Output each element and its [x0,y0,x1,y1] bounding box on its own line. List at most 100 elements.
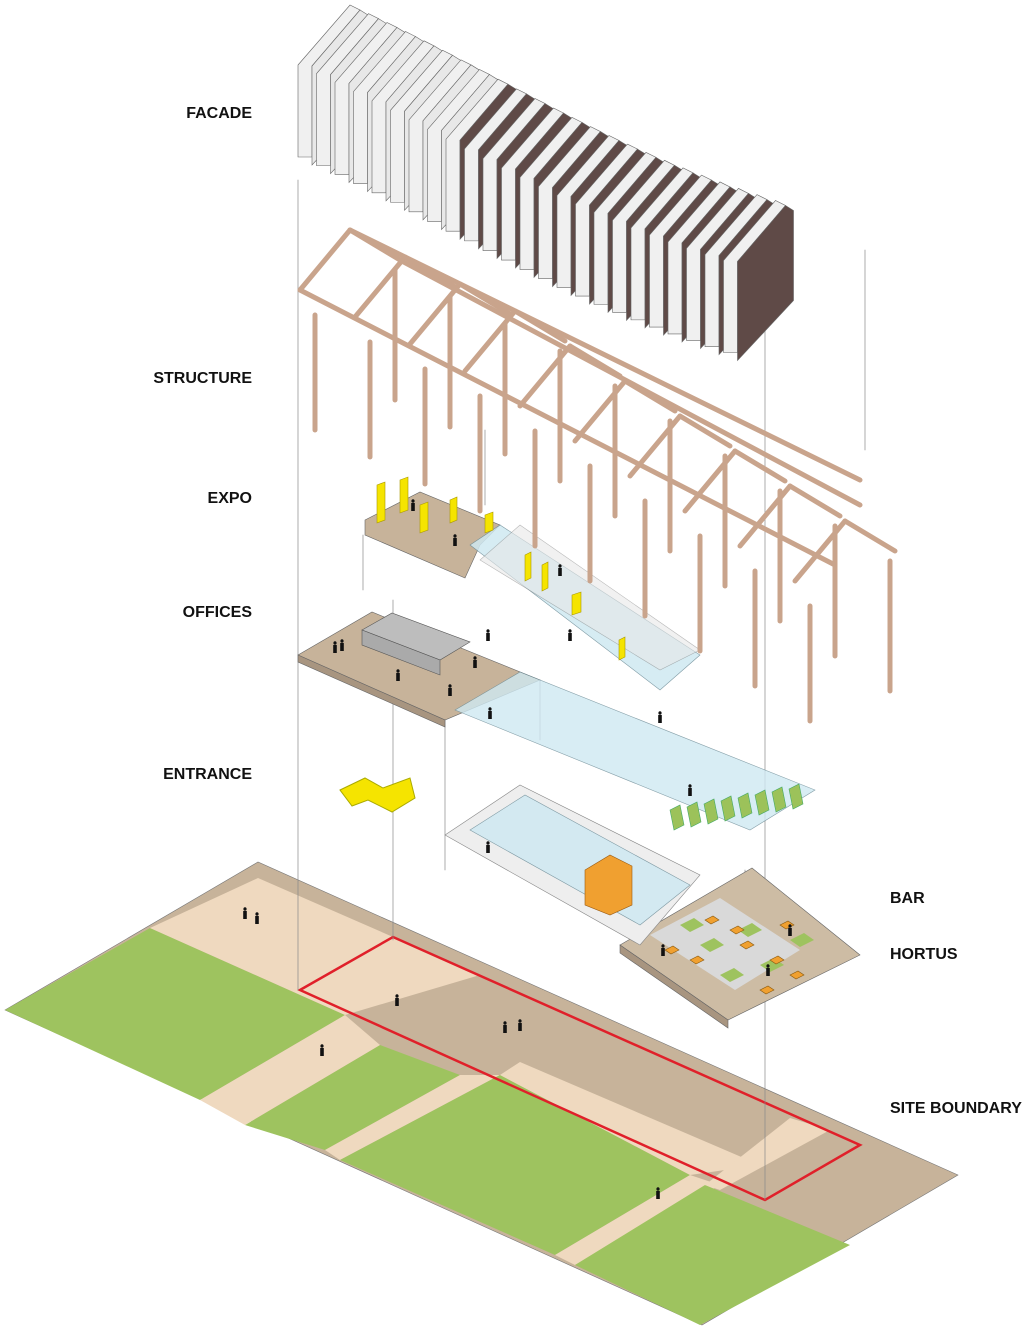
site-layer [4,861,959,1326]
person-icon [558,568,562,576]
person-icon [243,911,247,919]
person-icon [788,928,792,936]
label-bar: BAR [890,890,925,907]
path [555,1175,720,1265]
person-icon [473,656,477,660]
person-icon [486,633,490,641]
exhibition-panel [419,501,429,534]
table-set [789,970,805,980]
person-icon [488,707,492,711]
label-facade: FACADE [186,105,252,122]
exhibition-panel [449,496,458,524]
label-offices: OFFICES [182,604,252,621]
bar-hortus-layer [444,784,861,1029]
table-set [739,940,755,950]
offices-layer [297,611,816,831]
lawn [340,1075,690,1255]
rafter [297,227,353,293]
offices-walkway [454,671,816,831]
path [500,1062,760,1175]
person-icon [396,673,400,681]
planter [790,933,814,947]
person-icon [503,1025,507,1033]
hortus-paving [650,898,800,990]
person-icon [486,845,490,853]
planter [738,923,762,937]
table-set [769,955,785,965]
rafter [842,518,898,554]
person-icon [568,633,572,641]
path [200,1015,380,1125]
person-icon [766,968,770,976]
person-icon [255,916,259,924]
rafter [677,413,733,449]
lawn [245,1045,460,1150]
person-icon [340,639,344,643]
person-icon [320,1048,324,1056]
exhibition-panel [399,476,409,514]
person-icon [688,788,692,796]
person-icon [411,499,415,503]
person-icon [518,1019,522,1023]
bar-glass-enclosure [469,794,691,926]
person-icon [788,924,792,928]
path [325,1075,500,1160]
label-entrance: ENTRANCE [163,766,252,783]
table-set [759,985,775,995]
person-icon [486,841,490,845]
site-boundary-outline [297,935,863,1202]
table-set [664,945,680,955]
person-icon [333,641,337,645]
hanging-plant [771,786,787,813]
purlin [297,287,838,568]
rafter [732,448,788,484]
exhibition-panel [376,481,386,524]
facade-layer [297,4,794,362]
exhibition-panel [571,591,582,616]
person-icon [658,715,662,723]
label-expo: EXPO [207,490,252,507]
person-icon [453,534,457,538]
person-icon [395,994,399,998]
rafter [407,281,463,347]
rafter [517,343,573,409]
hanging-plant [737,792,753,819]
path [150,878,480,1015]
planter [720,968,744,982]
table-set [729,925,745,935]
person-icon [243,907,247,911]
bar-counter-volume [584,854,633,916]
person-icon [340,643,344,651]
rafter [737,483,793,549]
ridge-beam [347,227,863,483]
expo-layer [364,476,701,691]
exhibition-panel [484,511,494,534]
exhibition-panel [524,551,532,582]
hanging-plant [703,798,719,825]
rafter [792,518,848,584]
person-icon [320,1044,324,1048]
rafter [682,448,738,514]
lawn [575,1185,850,1325]
person-icon [333,645,337,653]
hanging-plant [754,789,770,816]
person-icon [766,964,770,968]
table-set [779,920,795,930]
person-icon [656,1191,660,1199]
rafter [787,483,843,519]
person-icon [448,684,452,688]
hanging-plant [788,783,804,810]
person-icon [255,912,259,916]
person-icon [661,944,665,948]
person-icon [503,1021,507,1025]
person-icon [448,688,452,696]
lawn [5,928,345,1100]
person-icon [656,1187,660,1191]
exhibition-panel [541,561,549,592]
purlin [397,257,863,508]
person-icon [661,948,665,956]
person-icon [396,669,400,673]
planter [700,938,724,952]
